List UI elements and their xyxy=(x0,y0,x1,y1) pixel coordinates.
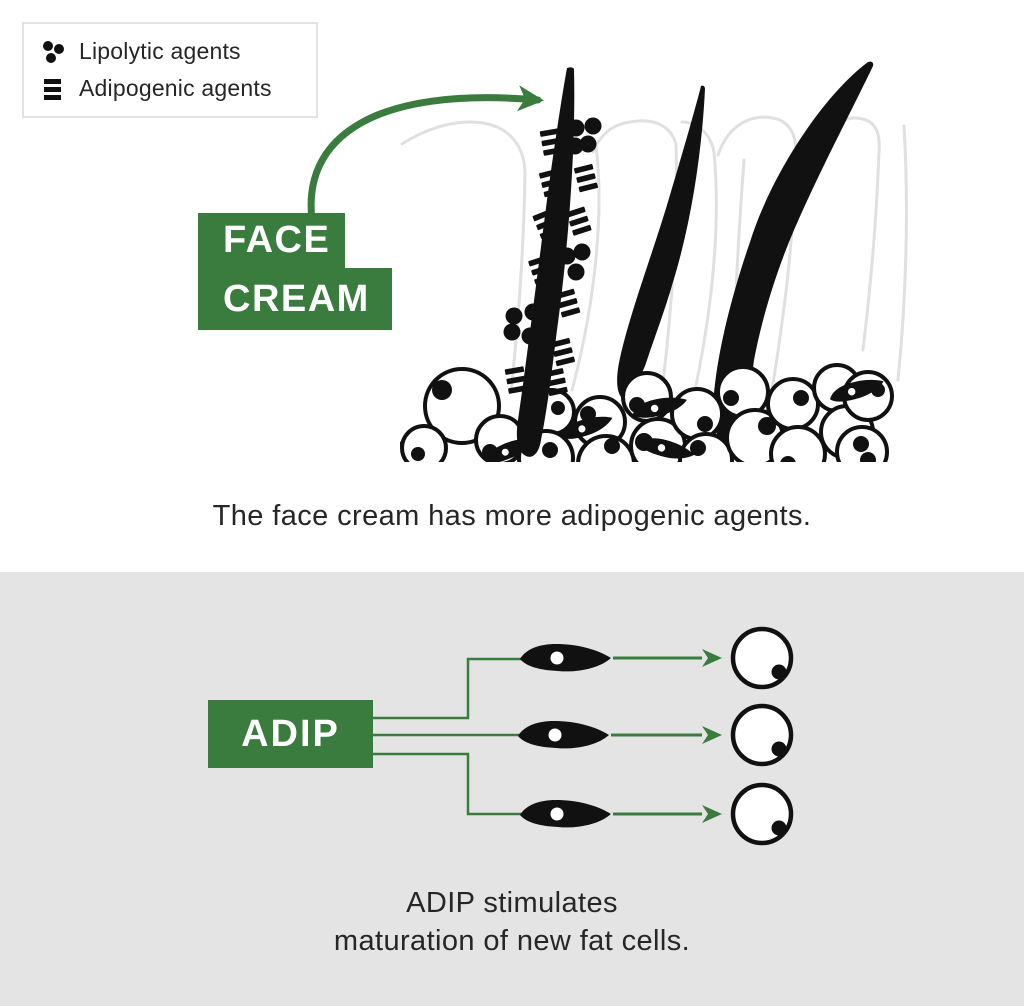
hair-strand-treated xyxy=(516,67,575,457)
legend-label-adipogenic: Adipogenic agents xyxy=(79,75,272,101)
maturation-arrows xyxy=(611,649,722,823)
adip-flow-diagram xyxy=(373,626,794,846)
curved-arrow-icon xyxy=(307,85,544,224)
legend-box: Lipolytic agents Adipogenic agents xyxy=(22,22,318,118)
mature-fat-cells xyxy=(730,626,794,846)
face-cream-label-line2: CREAM xyxy=(198,268,392,330)
flow-connector-lines xyxy=(373,657,540,816)
adip-label: ADIP xyxy=(208,700,373,768)
gray-panel-background xyxy=(0,572,1024,1006)
hair-strand-middle xyxy=(617,85,705,397)
bars-icon xyxy=(44,78,61,100)
fat-cell xyxy=(766,377,820,431)
hair-strand-right xyxy=(712,61,874,454)
face-cream-label: FACE CREAM xyxy=(198,213,392,330)
fat-cell xyxy=(769,425,827,462)
top-caption: The face cream has more adipogenic agent… xyxy=(212,500,812,532)
fat-cell-bed xyxy=(400,363,894,462)
legend-label-lipolytic: Lipolytic agents xyxy=(79,38,241,64)
legend-item-lipolytic: Lipolytic agents xyxy=(40,38,300,65)
lipolytic-agent-dots xyxy=(503,117,602,345)
face-cream-label-line1: FACE xyxy=(198,213,345,268)
bottom-caption-line2: maturation of new fat cells. xyxy=(333,925,691,957)
skin-cross-section-illustration xyxy=(400,61,908,462)
legend-item-adipogenic: Adipogenic agents xyxy=(40,75,300,102)
fat-cell xyxy=(670,387,724,441)
bottom-caption-line1: ADIP stimulates xyxy=(406,887,618,919)
preadipocyte-cells xyxy=(518,644,611,828)
dots-cluster-icon xyxy=(43,40,64,63)
bottom-caption: ADIP stimulates maturation of new fat ce… xyxy=(12,884,1012,960)
fat-cell xyxy=(400,424,448,462)
